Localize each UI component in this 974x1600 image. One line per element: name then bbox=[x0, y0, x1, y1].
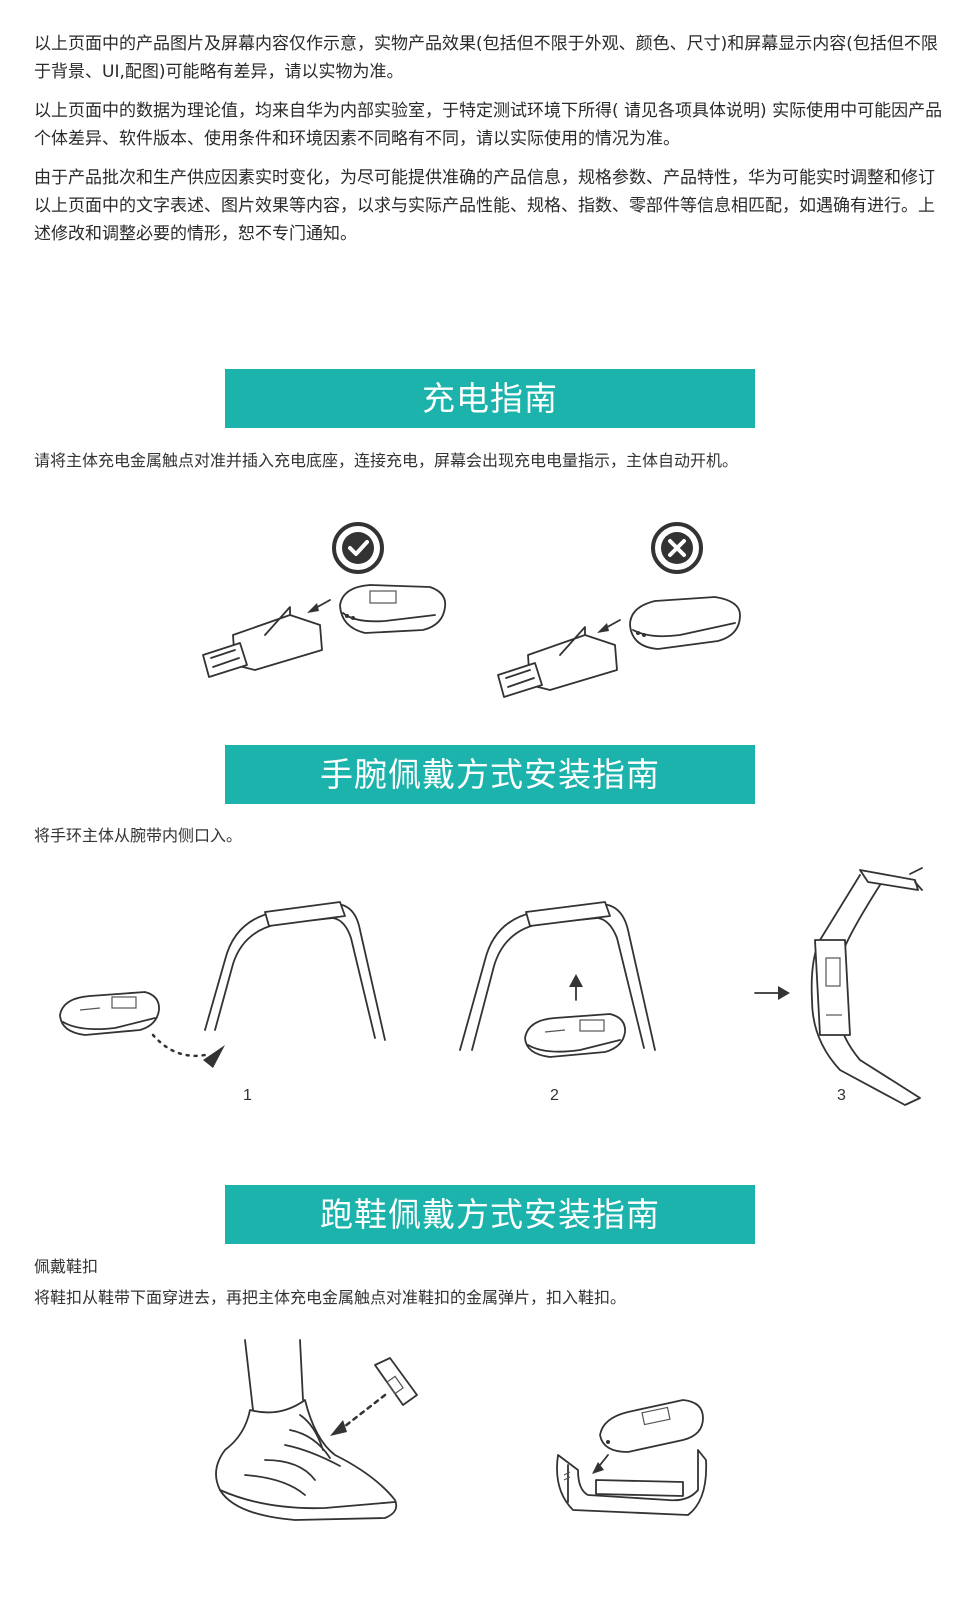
shoe-guide-banner: 跑鞋佩戴方式安装指南 bbox=[225, 1185, 755, 1244]
charging-dock bbox=[202, 606, 323, 678]
wrist-strap bbox=[459, 901, 656, 1051]
band-body bbox=[339, 584, 447, 634]
charging-correct-illustration bbox=[202, 522, 447, 678]
disclaimer-paragraph-3: 由于产品批次和生产供应因素实时变化，为尽可能提供准确的产品信息，规格参数、产品特… bbox=[34, 168, 935, 244]
shoe-subtitle: 佩戴鞋扣 bbox=[34, 1257, 99, 1276]
shoe-buckle bbox=[556, 1449, 708, 1516]
running-shoe bbox=[215, 1339, 398, 1521]
wrist-step-2-illustration bbox=[459, 901, 656, 1058]
wrist-step-1-label: 1 bbox=[243, 1087, 252, 1104]
charging-dock bbox=[497, 626, 618, 698]
wrist-strap bbox=[204, 901, 386, 1041]
shoe-instruction: 将鞋扣从鞋带下面穿进去，再把主体充电金属触点对准鞋扣的金属弹片，扣入鞋扣。 bbox=[34, 1288, 627, 1307]
band-body bbox=[599, 1399, 704, 1453]
shoe-clip-illustration bbox=[215, 1339, 418, 1521]
disclaimer-paragraph-2: 以上页面中的数据为理论值，均来自华为内部实验室，于特定测试环境下所得( 请见各项… bbox=[34, 101, 943, 149]
wrist-instruction: 将手环主体从腕带内侧口入。 bbox=[34, 826, 243, 845]
band-body-flipped bbox=[629, 596, 741, 650]
charging-guide-banner: 充电指南 bbox=[225, 369, 755, 428]
shoe-buckle-illustration bbox=[556, 1399, 708, 1516]
band-body bbox=[524, 1013, 626, 1058]
wrist-step-2-label: 2 bbox=[550, 1087, 559, 1104]
check-icon bbox=[332, 522, 384, 574]
band-body-small bbox=[374, 1357, 418, 1406]
wrist-step-3-label: 3 bbox=[837, 1087, 846, 1104]
worn-band bbox=[810, 867, 923, 1106]
wrist-step-3-illustration bbox=[754, 867, 923, 1106]
disclaimer-text: 以上页面中的产品图片及屏幕内容仅作示意，实物产品效果(包括但不限于外观、颜色、尺… bbox=[34, 30, 944, 259]
charging-instruction: 请将主体充电金属触点对准并插入充电底座，连接充电，屏幕会出现充电电量指示，主体自… bbox=[34, 451, 739, 470]
wrist-guide-banner: 手腕佩戴方式安装指南 bbox=[225, 745, 755, 804]
disclaimer-paragraph-1: 以上页面中的产品图片及屏幕内容仅作示意，实物产品效果(包括但不限于外观、颜色、尺… bbox=[34, 34, 938, 82]
wrist-step-1-illustration bbox=[59, 901, 386, 1068]
charging-wrong-illustration bbox=[497, 522, 741, 698]
cross-icon bbox=[651, 522, 703, 574]
band-body bbox=[59, 991, 160, 1036]
